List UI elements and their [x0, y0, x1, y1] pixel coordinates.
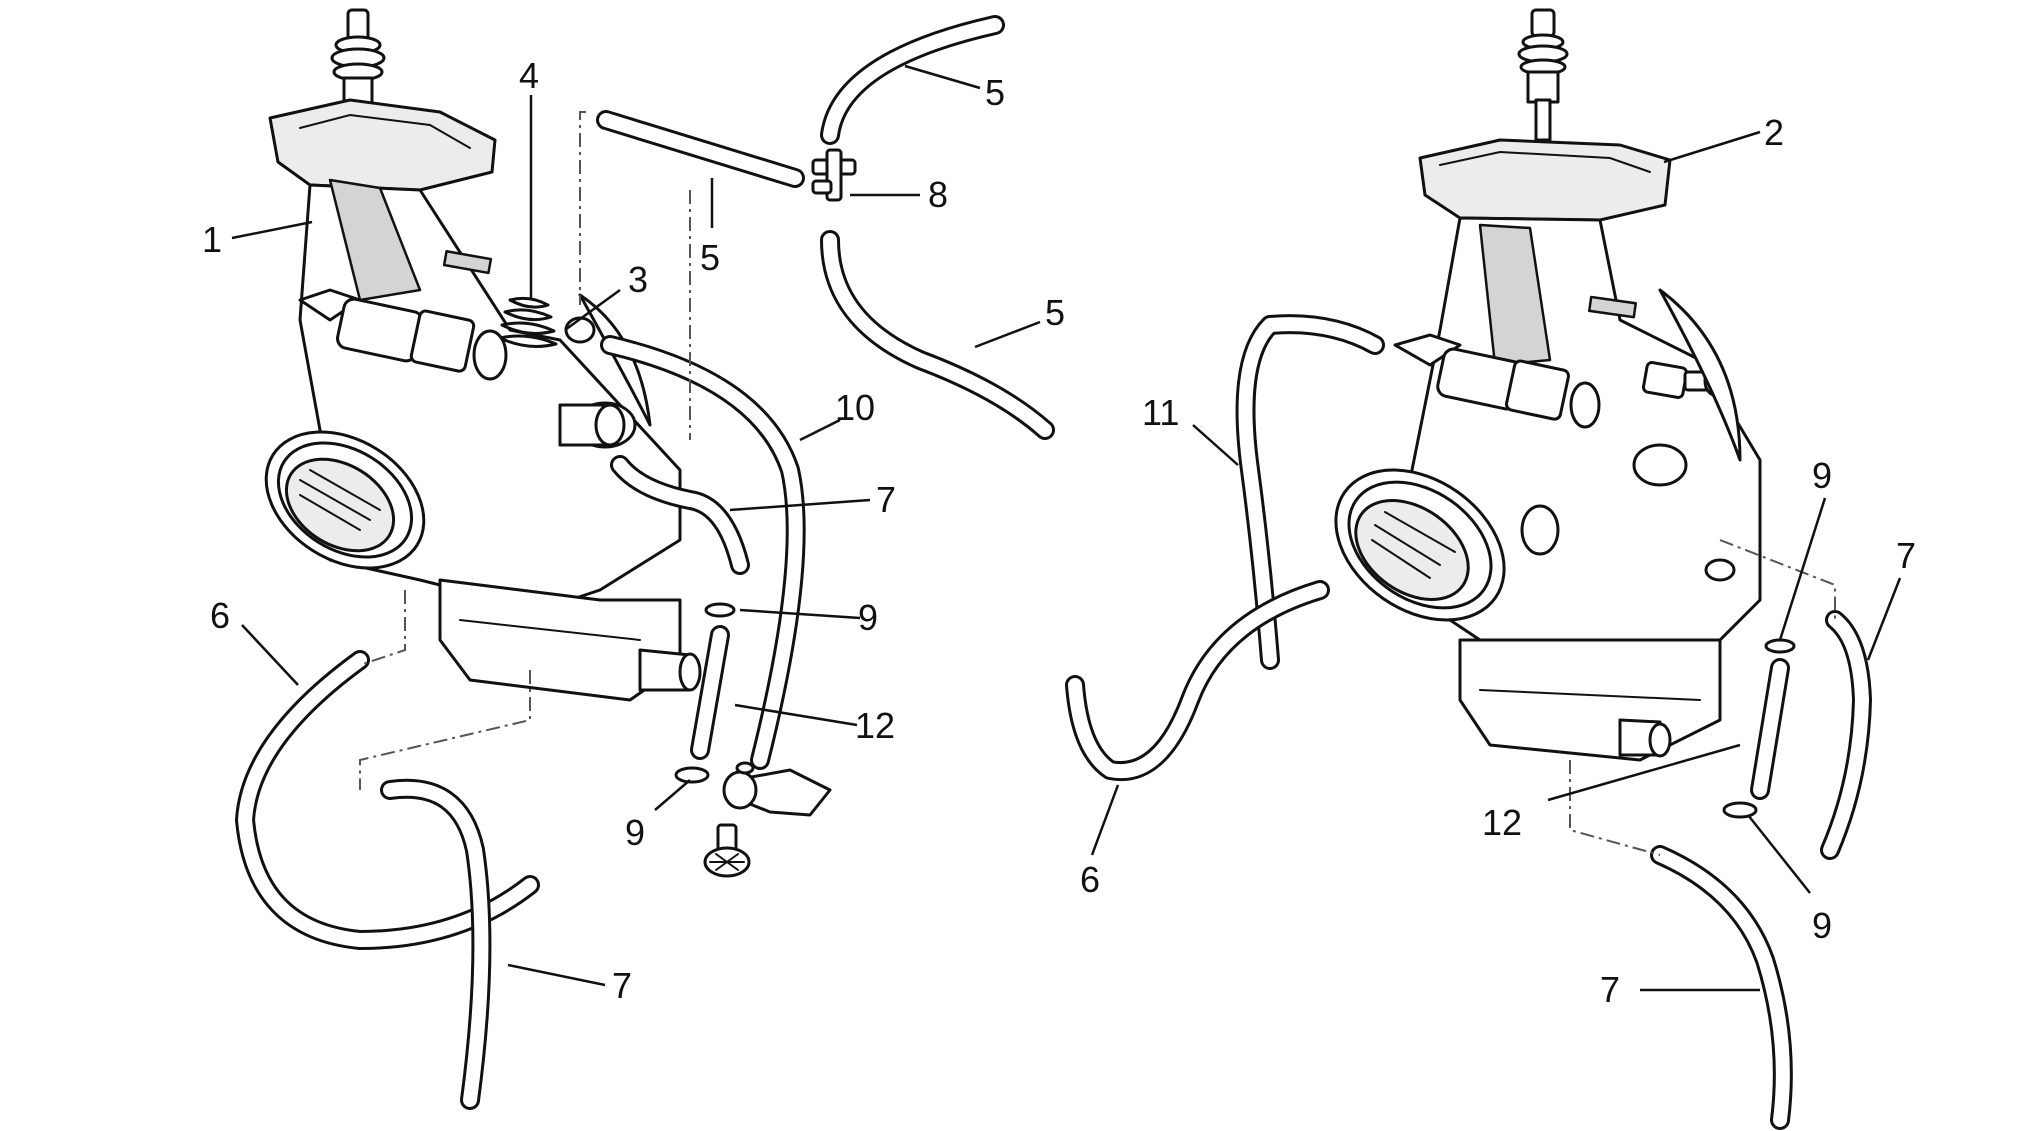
- left-float-bowl: [438, 578, 702, 702]
- right-top-cap: [1418, 138, 1672, 222]
- right-top-hose-5: [820, 15, 1005, 145]
- right-clamp-upper: [1764, 638, 1796, 654]
- callout-5-center: 5: [700, 237, 720, 278]
- leader-lines: [231, 64, 1902, 992]
- right-hose-7-bottom: [1650, 845, 1793, 1130]
- callout-7-right-top: 7: [1896, 535, 1916, 576]
- callout-12-left: 12: [855, 705, 895, 746]
- right-idle-screw: [1393, 333, 1601, 429]
- right-clamp-lower: [1722, 801, 1758, 819]
- left-hose-7-bottom: [380, 778, 492, 1110]
- left-clamp-lower: [674, 766, 710, 784]
- callout-9-left-upper: 9: [858, 597, 878, 638]
- callout-7-right-bottom: 7: [1600, 969, 1620, 1010]
- callout-9-right-lower: 9: [1812, 905, 1832, 946]
- right-hose-7-top: [1820, 610, 1872, 860]
- callout-9-right-upper: 9: [1812, 455, 1832, 496]
- left-top-cap: [268, 98, 497, 192]
- callout-8: 8: [928, 174, 948, 215]
- right-hose-11: [1235, 314, 1385, 670]
- callout-4: 4: [519, 55, 539, 96]
- left-carburetor: [264, 8, 702, 702]
- right-float-bowl: [1458, 638, 1722, 762]
- callout-1: 1: [202, 219, 222, 260]
- callout-3: 3: [628, 259, 648, 300]
- left-hose-5-straight: [596, 110, 805, 188]
- callout-12-right: 12: [1482, 802, 1522, 843]
- left-hose-6: [235, 650, 540, 950]
- callout-2: 2: [1764, 112, 1784, 153]
- callout-10: 10: [835, 387, 875, 428]
- callout-11: 11: [1142, 392, 1179, 433]
- callout-labels: 1 4 3 5 5 8 5 10 7 9 12 9 6 7 11 6 2 9 7…: [202, 55, 1916, 1010]
- right-hose-12: [1750, 658, 1790, 800]
- left-hose-7-elbow: [610, 455, 750, 575]
- right-cable-adjuster: [1517, 8, 1569, 156]
- callout-6-left: 6: [210, 595, 230, 636]
- callout-9-left-lower: 9: [625, 812, 645, 853]
- callout-7-left-bottom: 7: [612, 965, 632, 1006]
- left-drain-assembly: [703, 761, 832, 878]
- left-clamp-upper: [704, 602, 736, 618]
- callout-5-top: 5: [985, 72, 1005, 113]
- callout-7-left-mid: 7: [876, 479, 896, 520]
- callout-6-right: 6: [1080, 859, 1100, 900]
- left-hose-12: [690, 625, 730, 760]
- left-idle-screw: [298, 288, 508, 381]
- left-cable-10: [600, 335, 806, 770]
- left-spring: [498, 296, 596, 348]
- tee-fitting: [811, 148, 857, 202]
- lower-hose-5: [820, 230, 1055, 440]
- right-carburetor: [1334, 8, 1762, 762]
- left-intake-bell: [264, 430, 426, 570]
- right-intake-bell: [1334, 468, 1506, 622]
- right-hose-6: [1065, 580, 1330, 782]
- callout-5-lower: 5: [1045, 292, 1065, 333]
